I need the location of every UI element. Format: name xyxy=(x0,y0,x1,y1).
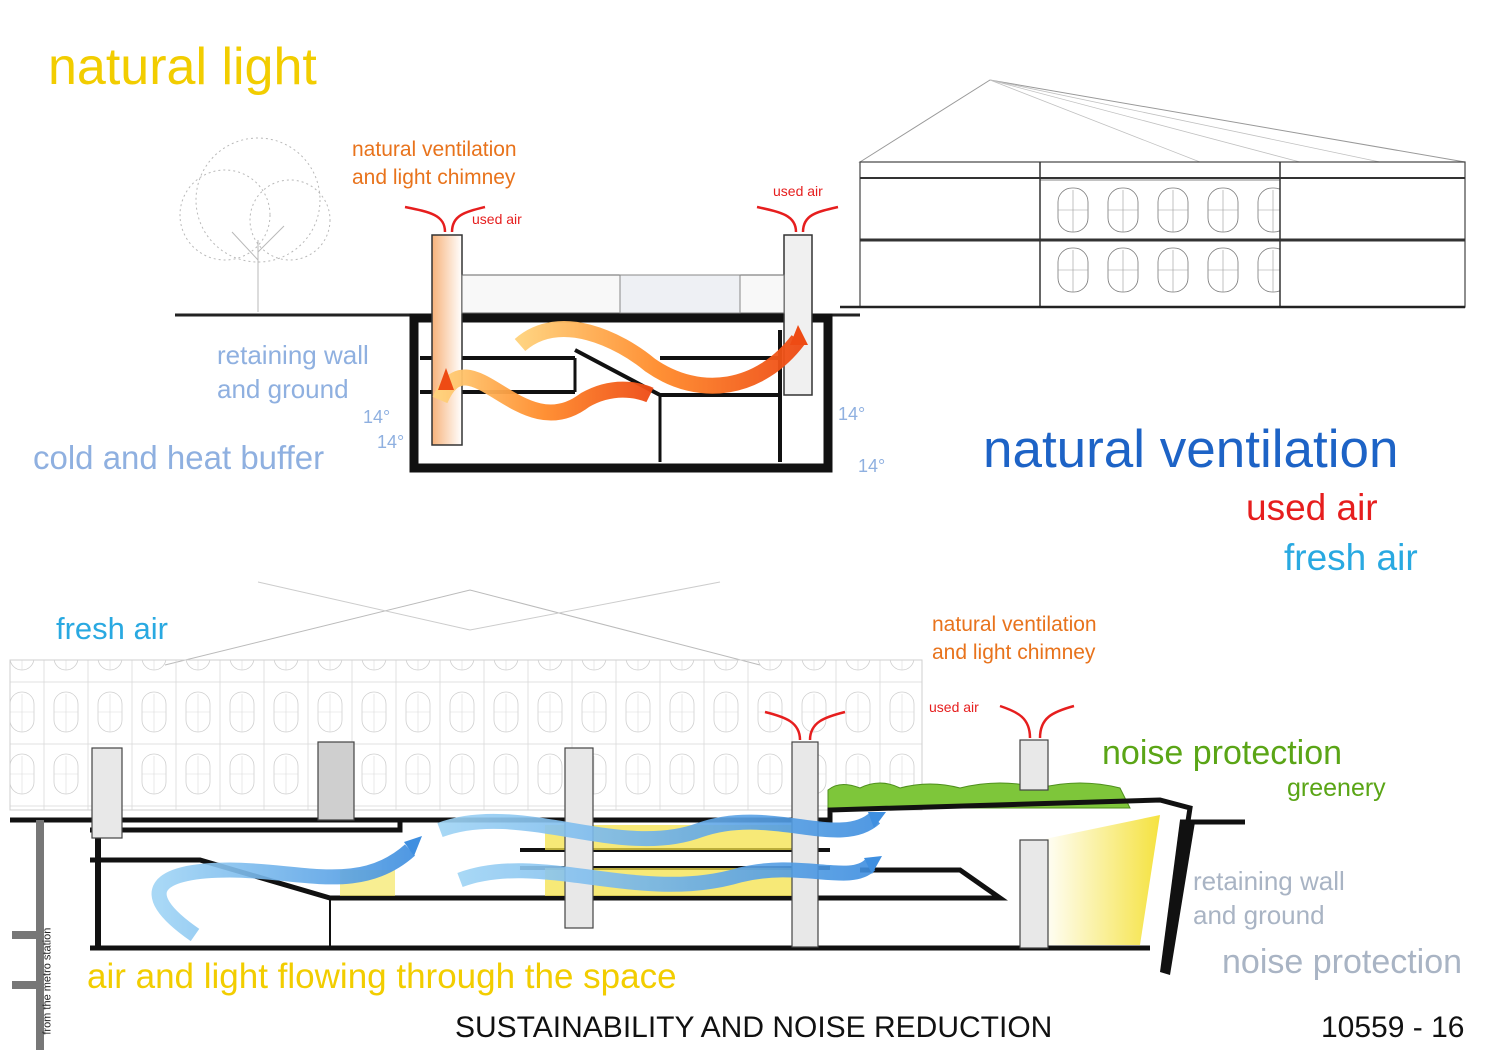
fresh-air-label-bottom: fresh air xyxy=(56,611,168,646)
legend-fresh-air: fresh air xyxy=(1284,537,1418,578)
used-air-bottom: used air xyxy=(929,699,979,715)
legend-used-air: used air xyxy=(1246,487,1378,528)
title-natural-light: natural light xyxy=(48,38,317,96)
light-well-yellow xyxy=(1040,815,1160,945)
used-air-top-left: used air xyxy=(472,211,522,227)
sheet-number: 10559 - 16 xyxy=(1321,1011,1465,1044)
metro-station-label: from the metro station xyxy=(41,927,54,1035)
chimney-left xyxy=(431,234,463,446)
fresh-air-arrows xyxy=(151,812,881,942)
noise-protection-label: noise protection xyxy=(1102,734,1343,772)
footer-caption: SUSTAINABILITY AND NOISE REDUCTION xyxy=(455,1011,1053,1044)
cold-heat-buffer-label: cold and heat buffer xyxy=(33,439,325,476)
tree-illustration xyxy=(179,137,331,312)
noise-protection-label-2: noise protection xyxy=(1222,943,1463,981)
chimney-label-bottom-line2: and light chimney xyxy=(932,641,1096,664)
temperature-label-1: 14° xyxy=(363,407,391,427)
used-air-arrows-top xyxy=(404,205,839,233)
temperature-label-4: 14° xyxy=(858,456,886,476)
metro-access-wall xyxy=(12,820,44,1050)
greenery-label: greenery xyxy=(1287,774,1386,802)
bottom-section-drawing xyxy=(9,581,1245,1050)
air-flow-arrow-upper xyxy=(514,321,805,394)
retaining-wall-top-line1: retaining wall xyxy=(217,340,369,370)
air-flow-arrow-lower xyxy=(432,369,654,421)
used-air-arrows-bottom xyxy=(764,704,1075,741)
historic-building-elevation-top xyxy=(840,79,1466,309)
chimney-label-top-line1: natural ventilation xyxy=(352,138,517,161)
chimney-label-top-line2: and light chimney xyxy=(352,166,516,189)
historic-facade-background xyxy=(9,659,923,811)
used-air-top-right: used air xyxy=(773,183,823,199)
chimney-label-bottom-line1: natural ventilation xyxy=(932,613,1097,636)
retaining-wall-bottom-line1: retaining wall xyxy=(1193,866,1345,896)
chimney-right xyxy=(783,234,813,396)
retaining-wall-bottom-line2: and ground xyxy=(1193,900,1325,930)
temperature-label-3: 14° xyxy=(838,404,866,424)
retaining-wall-top-line2: and ground xyxy=(217,374,349,404)
legend-natural-ventilation: natural ventilation xyxy=(983,420,1399,479)
temperature-label-2: 14° xyxy=(377,432,405,452)
top-section-drawing xyxy=(175,79,1466,473)
air-light-flow-label: air and light flowing through the space xyxy=(87,957,677,996)
